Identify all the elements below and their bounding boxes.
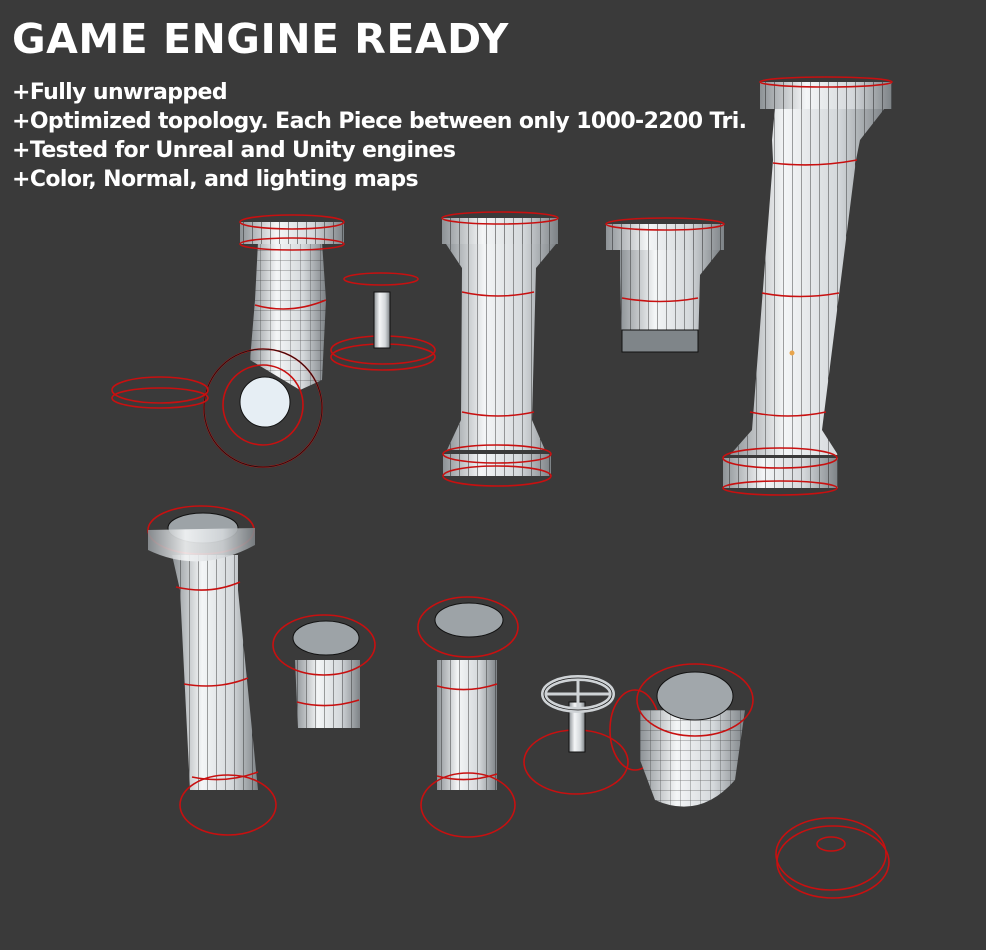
model-blind-flange-b — [775, 817, 890, 899]
model-elbow-pipe — [203, 214, 345, 468]
feature-item: +Optimized topology. Each Piece between … — [12, 109, 747, 134]
model-elbow-pipe-b — [609, 663, 754, 807]
page-title: GAME ENGINE READY — [12, 15, 509, 63]
feature-list: +Fully unwrapped +Optimized topology. Ea… — [12, 78, 747, 194]
model-pipe-reducer — [605, 217, 725, 353]
model-valve-wheel-b — [523, 675, 629, 795]
model-straight-pipe-medium — [441, 211, 559, 487]
model-pipe-reducer-b — [272, 614, 376, 728]
model-valve-wheel-small — [330, 272, 436, 371]
feature-item: +Fully unwrapped — [12, 80, 228, 105]
feature-item: +Tested for Unreal and Unity engines — [12, 138, 456, 163]
model-straight-pipe-tall-b — [147, 505, 277, 836]
model-straight-pipe-medium-b — [417, 596, 519, 838]
model-blind-flange-small — [111, 376, 209, 409]
model-straight-pipe-tall — [722, 76, 893, 496]
feature-item: +Color, Normal, and lighting maps — [12, 167, 419, 192]
